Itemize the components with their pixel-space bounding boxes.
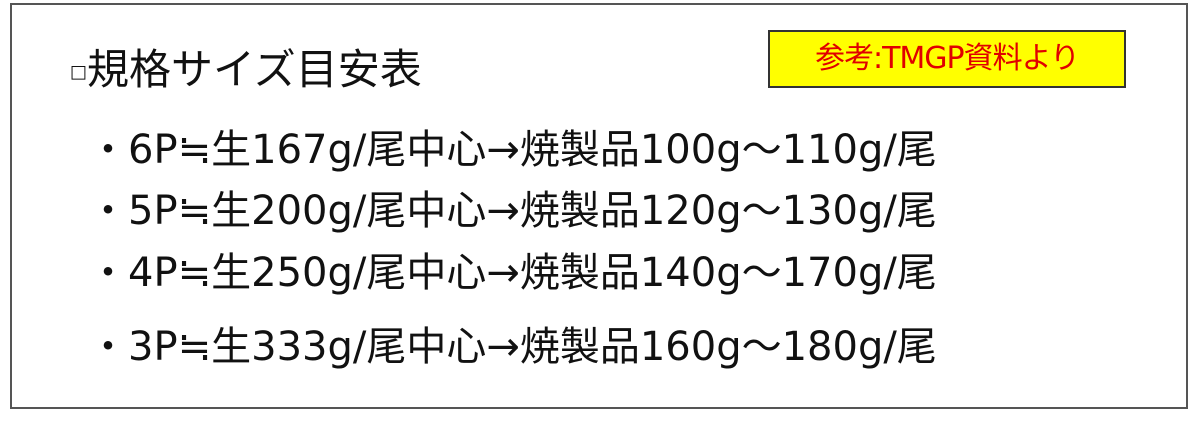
list-item: ・6P≒生167g/尾中心→焼製品100g～110g/尾	[88, 125, 937, 175]
list-item-text: 6P≒生167g/尾中心→焼製品100g～110g/尾	[128, 127, 937, 173]
title-text: 規格サイズ目安表	[87, 45, 422, 94]
list-item: ・4P≒生250g/尾中心→焼製品140g～170g/尾	[88, 248, 937, 298]
bullet-icon: ・	[88, 250, 128, 296]
bullet-icon: ・	[88, 127, 128, 173]
list-item-text: 4P≒生250g/尾中心→焼製品140g～170g/尾	[128, 250, 937, 296]
bullet-icon: ・	[88, 324, 128, 370]
list-item: ・3P≒生333g/尾中心→焼製品160g～180g/尾	[88, 322, 937, 372]
page-title: □規格サイズ目安表	[70, 42, 422, 101]
reference-badge: 参考:TMGP資料より	[768, 30, 1126, 88]
square-bullet-icon: □	[70, 61, 88, 83]
bullet-icon: ・	[88, 188, 128, 234]
list-item-text: 3P≒生333g/尾中心→焼製品160g～180g/尾	[128, 324, 937, 370]
document-frame	[10, 3, 1188, 409]
list-item-text: 5P≒生200g/尾中心→焼製品120g～130g/尾	[128, 188, 937, 234]
list-item: ・5P≒生200g/尾中心→焼製品120g～130g/尾	[88, 186, 937, 236]
